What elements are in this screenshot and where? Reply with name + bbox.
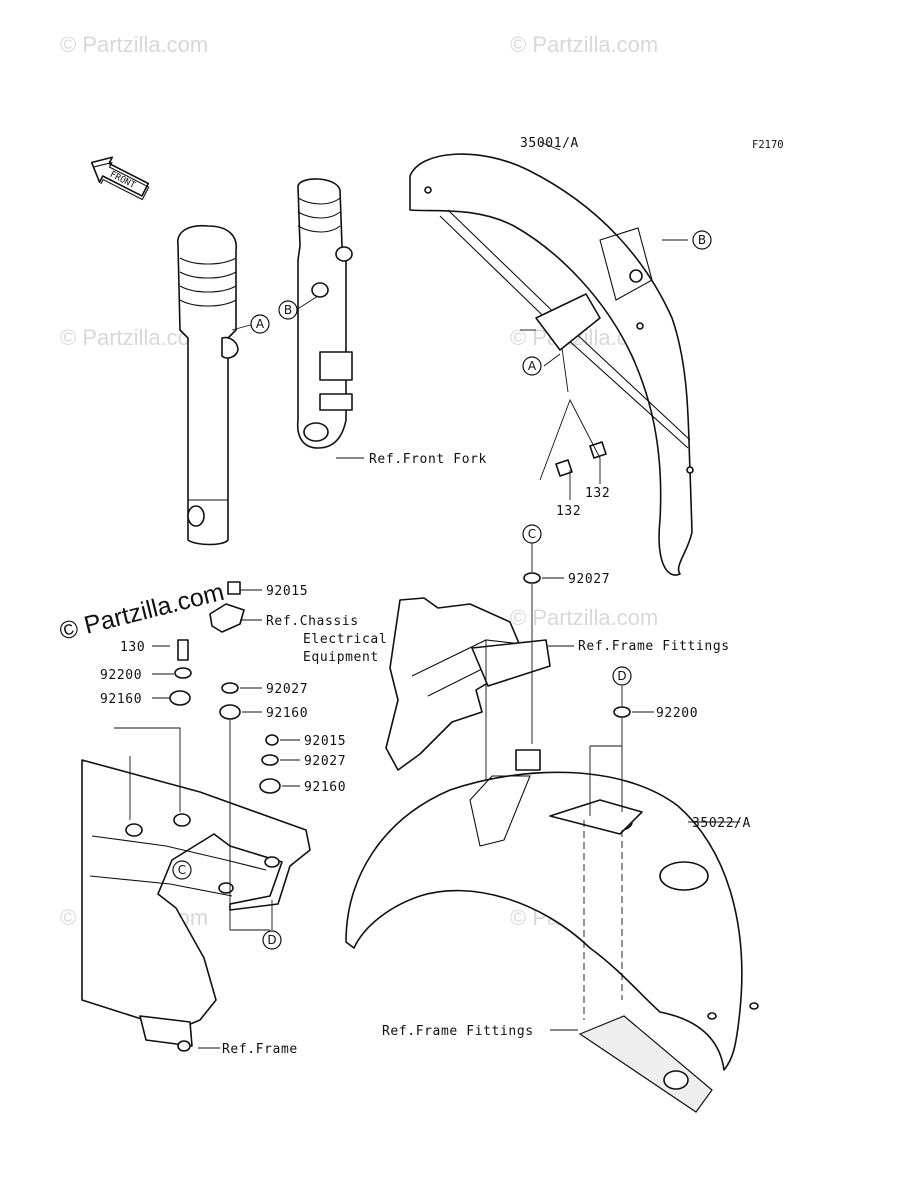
callout-d-top: D	[612, 666, 632, 686]
label-washer-92027-mid: 92027	[266, 682, 308, 697]
label-front-fender: 35001/A	[520, 136, 579, 151]
watermark: © Partzilla.com	[510, 605, 658, 630]
label-washer-92027-right: 92027	[568, 572, 610, 587]
front-fender	[409, 153, 694, 576]
label-nut-92015-low: 92015	[304, 734, 346, 749]
callout-a-fender-label: A	[528, 359, 537, 373]
callout-d-top-label: D	[617, 669, 626, 683]
callout-b-fender-label: B	[698, 233, 706, 247]
chassis-bracket	[385, 597, 551, 771]
callout-a-fender: A	[522, 356, 542, 376]
callout-b-fork-label: B	[284, 303, 292, 317]
callout-c-frame: C	[172, 860, 192, 880]
label-washer-92200-right: 92200	[656, 706, 698, 721]
label-bolt-130: 130	[120, 640, 145, 655]
watermark: © Partzilla.com	[60, 32, 208, 57]
bolt-132-b	[589, 441, 607, 459]
label-bolt-132-a: 132	[556, 504, 581, 519]
label-ref-frame: Ref.Frame	[222, 1042, 298, 1057]
washer-92027-mid	[221, 682, 239, 694]
washer-92200-right	[613, 706, 631, 718]
callout-c-frame-label: C	[178, 863, 186, 877]
left-fork-leg	[177, 224, 239, 546]
callout-c-top-label: C	[528, 527, 536, 541]
front-arrow-icon: FRONT	[90, 156, 150, 201]
label-ref-chassis-2: Electrical	[303, 632, 387, 647]
label-ref-front-fork: Ref.Front Fork	[369, 452, 487, 467]
callout-c-top: C	[522, 524, 542, 544]
label-washer-92027-low: 92027	[304, 754, 346, 769]
washer-92027-low	[261, 754, 279, 766]
label-grommet-92160-mid: 92160	[266, 706, 308, 721]
nut-92015-low	[265, 734, 279, 746]
washer-92200-left	[174, 667, 192, 679]
grommet-92160-low	[259, 778, 281, 794]
leader-lines	[114, 141, 740, 1049]
label-bolt-132-b: 132	[585, 486, 610, 501]
callout-d-frame: D	[262, 930, 282, 950]
label-washer-92200-left: 92200	[100, 668, 142, 683]
grommet-92160-left	[169, 690, 191, 706]
washer-92027-right	[523, 572, 541, 584]
frame	[81, 759, 311, 1052]
callout-b-fender: B	[692, 230, 712, 250]
callout-d-frame-label: D	[267, 933, 276, 947]
callout-b-fork: B	[278, 300, 298, 320]
grommet-92160-mid	[219, 704, 241, 720]
watermark-main: © Partzilla.com	[57, 578, 227, 646]
label-ref-frame-fittings-bottom: Ref.Frame Fittings	[382, 1024, 534, 1039]
bolt-130	[177, 639, 189, 661]
nut-92015-top	[227, 581, 241, 595]
watermark: © Partzilla.com	[510, 32, 658, 57]
label-nut-92015-top: 92015	[266, 584, 308, 599]
right-fork-leg	[296, 178, 353, 449]
label-ref-chassis-3: Equipment	[303, 650, 379, 665]
bolt-132-a	[555, 459, 573, 477]
label-grommet-92160-low: 92160	[304, 780, 346, 795]
figure-code: F2170	[752, 139, 784, 151]
bracket-chassis	[209, 603, 245, 633]
label-ref-frame-fittings-top: Ref.Frame Fittings	[578, 639, 730, 654]
hardware	[169, 441, 631, 794]
rear-fender	[345, 749, 759, 1113]
label-grommet-92160-left: 92160	[100, 692, 142, 707]
label-ref-chassis-1: Ref.Chassis	[266, 614, 359, 629]
callout-a-fork-label: A	[256, 317, 265, 331]
label-rear-fender: 35022/A	[692, 816, 751, 831]
callout-a-fork: A	[250, 314, 270, 334]
